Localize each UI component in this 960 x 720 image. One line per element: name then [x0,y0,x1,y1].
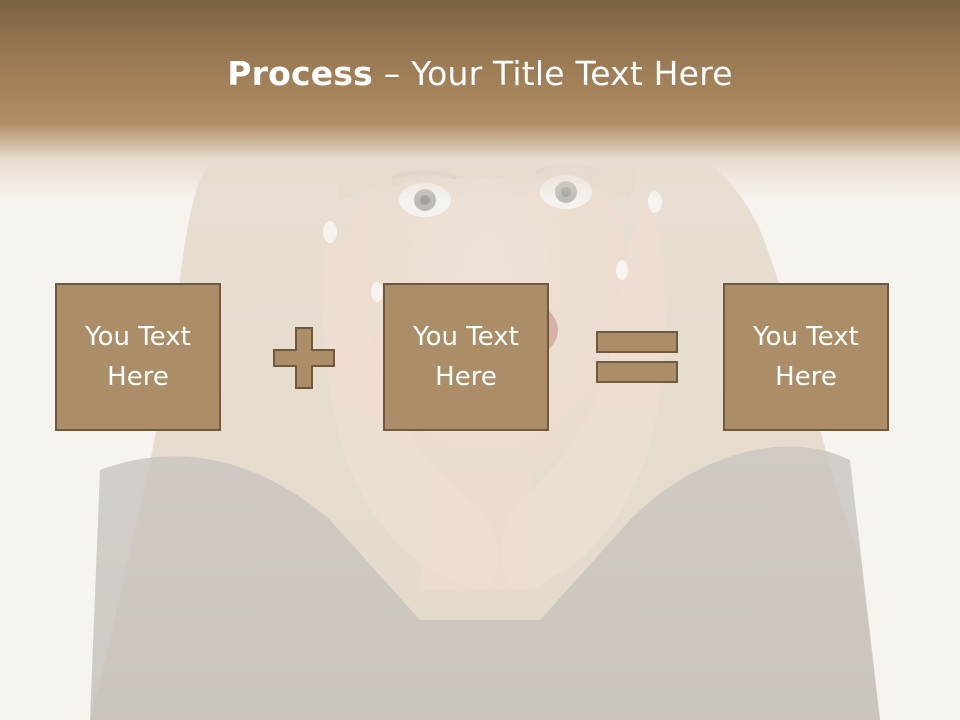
slide-title: Process – Your Title Text Here [0,52,960,96]
text-box-1[interactable]: You Text Here [55,283,221,431]
text-box-2-label: You Text Here [413,322,519,392]
title-dash: – [373,54,412,93]
title-bold-part: Process [227,54,373,93]
text-box-3-label: You Text Here [753,322,859,392]
text-box-2[interactable]: You Text Here [383,283,549,431]
title-rest: Your Title Text Here [411,54,733,93]
header-band [0,0,960,200]
text-box-3[interactable]: You Text Here [723,283,889,431]
equals-icon [596,331,678,383]
text-box-1-label: You Text Here [85,322,191,392]
plus-icon [273,327,335,389]
